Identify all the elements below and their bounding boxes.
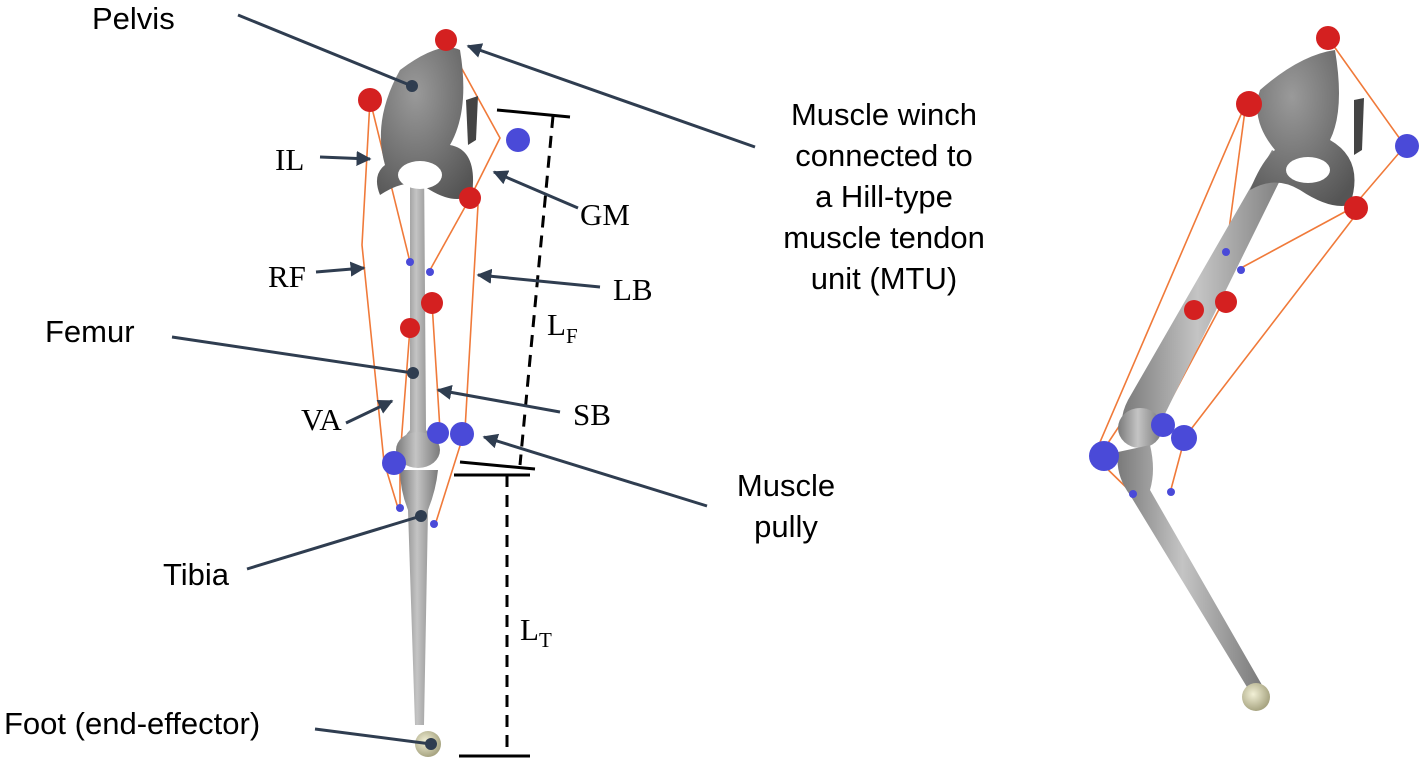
gm-leader — [492, 170, 579, 210]
svg-text:a Hill-type: a Hill-type — [815, 179, 953, 214]
pulley-icon — [396, 504, 404, 512]
flexed-pelvis-foramen — [1286, 157, 1330, 183]
va-label: VA — [301, 402, 342, 437]
femur-bone — [401, 160, 435, 465]
lb-leader — [476, 268, 601, 289]
svg-text:pully: pully — [754, 509, 818, 544]
leg-model-flexed — [1089, 26, 1419, 711]
pelvis-sacrum — [466, 96, 478, 145]
tibia-label: Tibia — [163, 557, 230, 592]
pelvis-bone — [376, 47, 474, 199]
sb-label: SB — [573, 397, 611, 432]
tibia-bone — [400, 470, 438, 725]
muscle-line — [1169, 211, 1359, 494]
pelvis-foramen — [398, 161, 442, 189]
gm-label: GM — [580, 197, 630, 232]
winch-icon — [1215, 291, 1237, 313]
leg-model-straight — [358, 29, 530, 757]
lt-label: L T — [520, 612, 552, 652]
flexed-knee-joint — [1118, 408, 1162, 448]
pulley-icon — [430, 520, 438, 528]
foot-label: Foot (end-effector) — [4, 706, 260, 741]
pelvis-leader — [237, 13, 413, 88]
muscle-line — [1240, 207, 1353, 269]
rf-muscle-line — [361, 99, 399, 509]
winch-leader — [466, 43, 756, 149]
rf-label: RF — [268, 259, 306, 294]
il-leader — [319, 150, 372, 166]
winch-icon — [400, 318, 420, 338]
muscle-pully-label: Muscle pully — [737, 468, 835, 544]
winch-icon — [1184, 300, 1204, 320]
pulley-icon — [1222, 248, 1230, 256]
winch-icon — [1316, 26, 1340, 50]
pelvis-label: Pelvis — [92, 1, 175, 36]
svg-text:connected to: connected to — [795, 138, 973, 173]
flexed-pelvis-sacrum — [1354, 98, 1364, 155]
flexed-tibia-bone — [1117, 445, 1262, 692]
sb-muscle-line — [431, 302, 441, 431]
lf-label: L F — [547, 307, 578, 348]
pulley-icon — [506, 128, 530, 152]
knee-joint — [396, 432, 440, 468]
pulley-icon — [382, 451, 406, 475]
flexed-femur-bone — [1121, 150, 1290, 441]
il-label: IL — [275, 142, 304, 177]
gm-muscle-line — [445, 39, 501, 199]
femur-leader — [171, 335, 414, 375]
winch-icon — [421, 292, 443, 314]
winch-icon — [358, 88, 382, 112]
pulley-icon — [1395, 134, 1419, 158]
pulley-icon — [450, 422, 474, 446]
pulley-icon — [426, 268, 434, 276]
svg-text:muscle tendon: muscle tendon — [783, 220, 985, 255]
va-leader — [345, 399, 394, 425]
pulley-icon — [1151, 413, 1175, 437]
pulley-icon — [406, 258, 414, 266]
pulley-icon — [1171, 425, 1197, 451]
leader-lines — [171, 13, 756, 746]
pulley-icon — [1129, 490, 1137, 498]
winch-icon — [459, 187, 481, 209]
dimension-lf — [459, 108, 571, 471]
tibia-leader — [246, 514, 422, 571]
dimension-lt — [454, 473, 530, 758]
pulley-icon — [427, 422, 449, 444]
femur-label: Femur — [45, 314, 135, 349]
svg-text:F: F — [566, 324, 578, 348]
flexed-pelvis-bone — [1250, 50, 1355, 206]
svg-text:T: T — [539, 628, 552, 652]
flexed-foot-sphere — [1242, 683, 1270, 711]
svg-text:unit (MTU): unit (MTU) — [811, 261, 957, 296]
pulley-icon — [1237, 266, 1245, 274]
winch-icon — [1236, 91, 1262, 117]
gm-lower-line — [429, 197, 471, 271]
svg-text:Muscle winch: Muscle winch — [791, 97, 977, 132]
labels: Pelvis IL GM RF LB Femur VA SB Tibia Foo… — [4, 1, 985, 741]
winch-icon — [1344, 196, 1368, 220]
pulley-icon — [1089, 441, 1119, 471]
foot-leader — [314, 727, 432, 746]
svg-text:L: L — [520, 612, 539, 647]
rf-leader — [315, 261, 366, 277]
muscle-winch-label: Muscle winch connected to a Hill-type mu… — [783, 97, 985, 296]
svg-text:L: L — [547, 307, 566, 342]
pully-leader — [482, 433, 708, 508]
pulley-icon — [1167, 488, 1175, 496]
winch-icon — [435, 29, 457, 51]
sb-leader — [436, 385, 561, 414]
svg-text:Muscle: Muscle — [737, 468, 835, 503]
lb-label: LB — [613, 272, 653, 307]
